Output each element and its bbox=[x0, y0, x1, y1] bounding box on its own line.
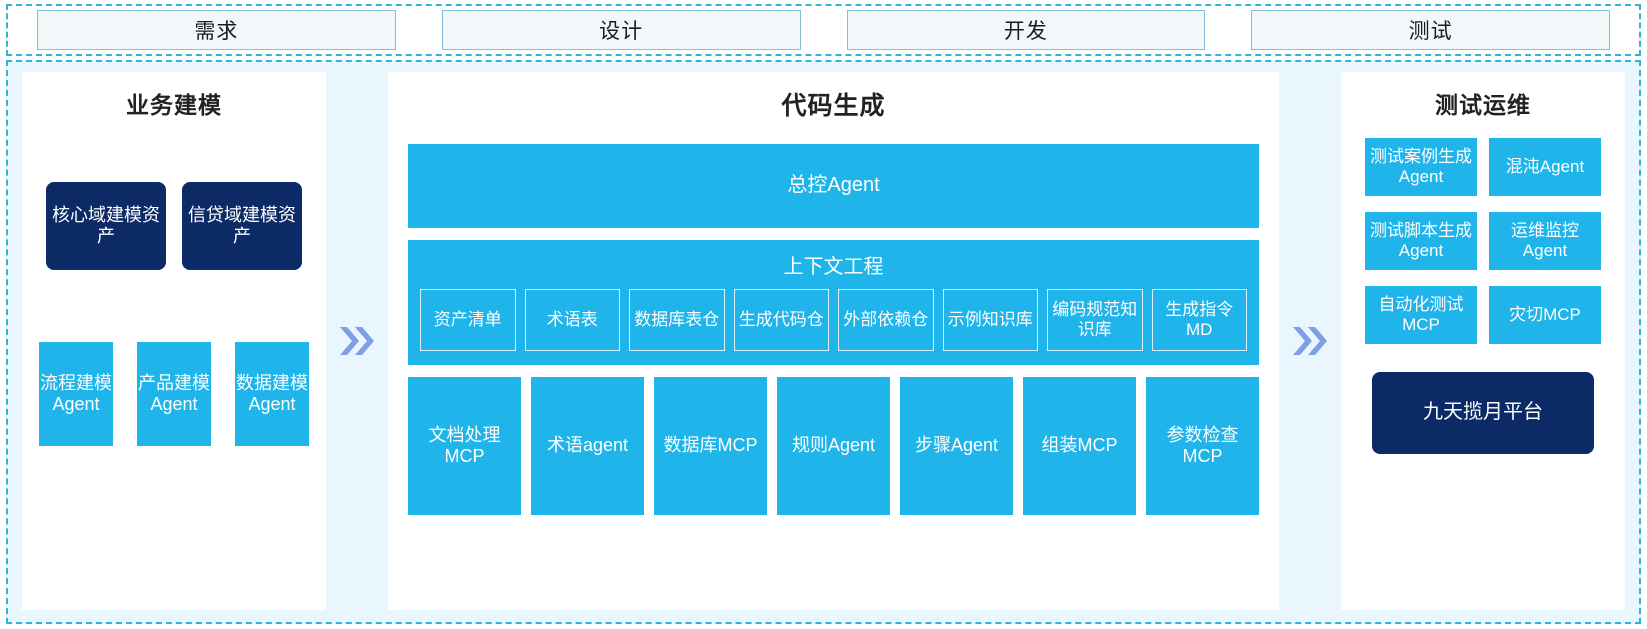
agent-data-modeling[interactable]: 数据建模Agent bbox=[235, 342, 309, 446]
master-control-agent[interactable]: 总控Agent bbox=[408, 144, 1259, 228]
agent-product-modeling[interactable]: 产品建模Agent bbox=[137, 342, 211, 446]
double-chevron-right-icon-right bbox=[1279, 72, 1341, 610]
disaster-switch-mcp[interactable]: 灾切MCP bbox=[1489, 286, 1601, 344]
tool-rule-agent[interactable]: 规则Agent bbox=[777, 377, 890, 515]
context-item-external-dependency-repo[interactable]: 外部依赖仓 bbox=[838, 289, 934, 351]
context-engineering-block: 上下文工程 资产清单 术语表 数据库表仓 生成代码仓 外部依赖仓 示例知识库 编… bbox=[408, 240, 1259, 365]
panel-business-modeling: 业务建模 核心域建模资产 信贷域建模资产 流程建模Agent 产品建模Agent… bbox=[22, 72, 326, 610]
code-generation-tools-row: 文档处理MCP 术语agent 数据库MCP 规则Agent 步骤Agent 组… bbox=[408, 377, 1259, 515]
automated-test-mcp[interactable]: 自动化测试MCP bbox=[1365, 286, 1477, 344]
tool-assembly-mcp[interactable]: 组装MCP bbox=[1023, 377, 1136, 515]
panel-title-business-modeling: 业务建模 bbox=[126, 92, 222, 118]
context-engineering-title: 上下文工程 bbox=[783, 256, 884, 278]
context-item-db-table-repo[interactable]: 数据库表仓 bbox=[629, 289, 725, 351]
business-modeling-agents-row: 流程建模Agent 产品建模Agent 数据建模Agent bbox=[39, 342, 309, 446]
tool-document-processing-mcp[interactable]: 文档处理MCP bbox=[408, 377, 521, 515]
code-generation-body: 总控Agent 上下文工程 资产清单 术语表 数据库表仓 生成代码仓 外部依赖仓… bbox=[388, 144, 1279, 515]
business-modeling-assets-row: 核心域建模资产 信贷域建模资产 bbox=[46, 182, 302, 270]
test-case-generation-agent[interactable]: 测试案例生成Agent bbox=[1365, 138, 1477, 196]
asset-credit-domain[interactable]: 信贷域建模资产 bbox=[182, 182, 302, 270]
tool-step-agent[interactable]: 步骤Agent bbox=[900, 377, 1013, 515]
jiutian-lanyue-platform[interactable]: 九天揽月平台 bbox=[1372, 372, 1594, 454]
tool-database-mcp[interactable]: 数据库MCP bbox=[654, 377, 767, 515]
panel-title-code-generation: 代码生成 bbox=[781, 92, 886, 120]
phase-box-requirements[interactable]: 需求 bbox=[37, 10, 396, 50]
context-item-coding-standard-knowledge-base[interactable]: 编码规范知识库 bbox=[1047, 289, 1143, 351]
test-operations-grid: 测试案例生成Agent 混沌Agent 测试脚本生成Agent 运维监控Agen… bbox=[1365, 138, 1601, 344]
context-engineering-items: 资产清单 术语表 数据库表仓 生成代码仓 外部依赖仓 示例知识库 编码规范知识库… bbox=[420, 289, 1247, 351]
ops-monitoring-agent[interactable]: 运维监控Agent bbox=[1489, 212, 1601, 270]
panel-test-operations: 测试运维 测试案例生成Agent 混沌Agent 测试脚本生成Agent 运维监… bbox=[1341, 72, 1625, 610]
context-item-generation-instruction-md[interactable]: 生成指令MD bbox=[1151, 289, 1247, 351]
panel-code-generation: 代码生成 总控Agent 上下文工程 资产清单 术语表 数据库表仓 生成代码仓 … bbox=[388, 72, 1279, 610]
context-item-glossary[interactable]: 术语表 bbox=[524, 289, 620, 351]
context-item-generated-code-repo[interactable]: 生成代码仓 bbox=[733, 289, 829, 351]
phase-box-design[interactable]: 设计 bbox=[441, 10, 801, 50]
phase-strip: 需求 设计 开发 测试 bbox=[6, 4, 1641, 56]
double-chevron-right-icon-left bbox=[326, 72, 388, 610]
panel-title-test-operations: 测试运维 bbox=[1435, 92, 1531, 118]
context-item-example-knowledge-base[interactable]: 示例知识库 bbox=[942, 289, 1038, 351]
test-script-generation-agent[interactable]: 测试脚本生成Agent bbox=[1365, 212, 1477, 270]
main-frame: 业务建模 核心域建模资产 信贷域建模资产 流程建模Agent 产品建模Agent… bbox=[6, 60, 1641, 624]
agent-process-modeling[interactable]: 流程建模Agent bbox=[39, 342, 113, 446]
phase-box-development[interactable]: 开发 bbox=[846, 10, 1206, 50]
tool-glossary-agent[interactable]: 术语agent bbox=[531, 377, 644, 515]
context-item-asset-inventory[interactable]: 资产清单 bbox=[420, 289, 516, 351]
phase-box-testing[interactable]: 测试 bbox=[1251, 10, 1610, 50]
asset-core-domain[interactable]: 核心域建模资产 bbox=[46, 182, 166, 270]
chaos-agent[interactable]: 混沌Agent bbox=[1489, 138, 1601, 196]
tool-parameter-check-mcp[interactable]: 参数检查MCP bbox=[1146, 377, 1259, 515]
